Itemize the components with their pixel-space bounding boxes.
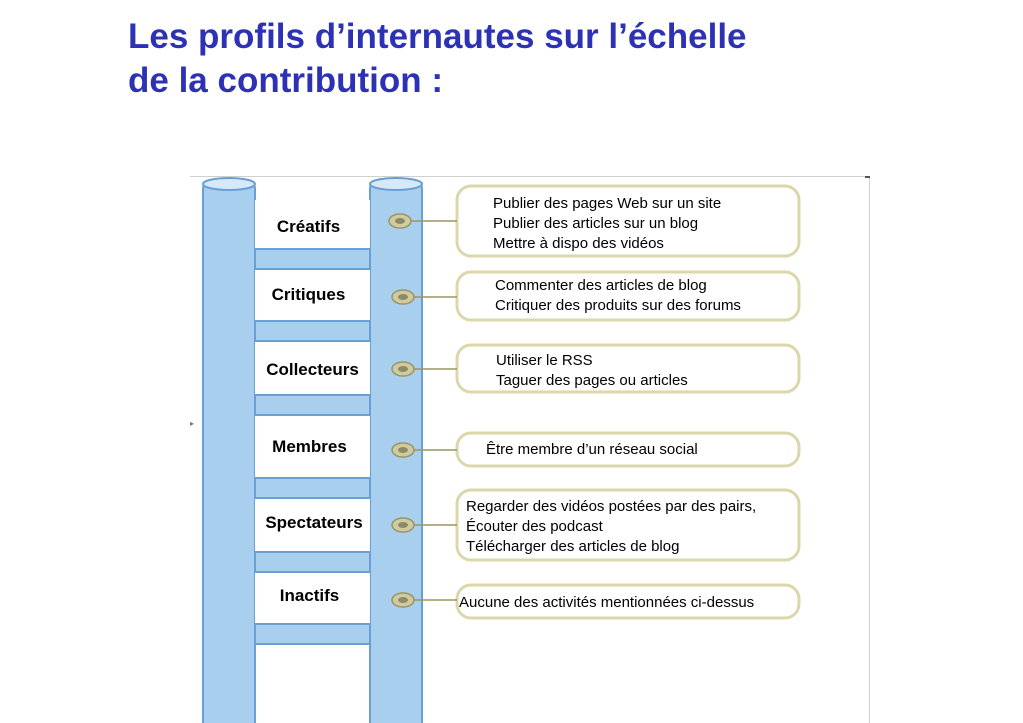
label-panel — [255, 573, 370, 623]
ladder — [202, 177, 423, 723]
ladder-rung — [240, 320, 379, 342]
activity-callouts — [455, 184, 801, 620]
connector-node-center — [398, 522, 408, 528]
activity-item: Télécharger des articles de blog — [466, 538, 680, 555]
rung-label-membres: Membres — [272, 437, 347, 456]
label-panel — [255, 270, 370, 320]
frame-right-border — [869, 176, 870, 723]
ladder-rung — [240, 248, 382, 270]
activity-item: Taguer des pages ou articles — [496, 372, 688, 389]
activity-item: Mettre à dispo des vidéos — [493, 235, 664, 252]
label-panel — [255, 416, 370, 477]
activity-item: Écouter des podcast — [466, 518, 603, 535]
callout-collecteurs: Utiliser le RSS Taguer des pages ou arti… — [496, 351, 688, 391]
activity-item: Critiquer des produits sur des forums — [495, 297, 741, 314]
label-panel — [255, 342, 370, 394]
activity-item: Commenter des articles de blog — [495, 277, 707, 294]
connector-node-center — [398, 294, 408, 300]
ladder-left-rail-top — [202, 177, 256, 191]
connector-node-center — [398, 366, 408, 372]
activity-item: Utiliser le RSS — [496, 352, 593, 369]
connector-node-center — [398, 597, 408, 603]
callout-creatifs: Publier des pages Web sur un site Publie… — [493, 194, 721, 254]
callout-membres: Être membre d’un réseau social — [486, 440, 698, 460]
label-panel — [255, 200, 370, 248]
ladder-rung — [240, 551, 379, 573]
rung-label-inactifs: Inactifs — [279, 586, 340, 605]
activity-item: Aucune des activités mentionnées ci-dess… — [459, 594, 755, 611]
rung-label-collecteurs: Collecteurs — [266, 360, 359, 379]
frame-corner-tick — [865, 176, 870, 178]
ladder-left-rail — [202, 183, 256, 723]
callout-critiques: Commenter des articles de blog Critiquer… — [495, 276, 741, 316]
connector-node-center — [395, 218, 405, 224]
rung-label-spectateurs: Spectateurs — [265, 513, 363, 532]
label-panel — [255, 499, 370, 551]
slide-title-line-1: Les profils d’internautes sur l’échelle — [128, 17, 747, 56]
rung-label-critiques: Critiques — [271, 285, 346, 304]
frame-top-border — [190, 176, 870, 177]
slide-title: Les profils d’internautes sur l’échelle … — [128, 15, 747, 103]
activity-item: Regarder des vidéos postées par des pair… — [466, 498, 757, 515]
frame-side-marker: ▸ — [190, 419, 195, 428]
connector-node-center — [398, 447, 408, 453]
ladder-rung — [240, 477, 379, 499]
callout-box — [455, 583, 801, 620]
callout-box — [455, 270, 801, 322]
callout-inactifs: Aucune des activités mentionnées ci-dess… — [459, 593, 754, 613]
activity-item: Publier des articles sur un blog — [493, 215, 699, 232]
callout-spectateurs: Regarder des vidéos postées par des pair… — [466, 497, 756, 557]
ladder-rung — [240, 394, 379, 416]
slide-title-line-2: de la contribution : — [128, 61, 443, 100]
ladder-rung — [240, 623, 379, 645]
activity-item: Publier des pages Web sur un site — [493, 195, 722, 212]
activity-item: Être membre d’un réseau social — [486, 441, 698, 458]
ladder-right-rail-top — [369, 177, 423, 191]
rung-label-creatifs: Créatifs — [276, 217, 341, 236]
connectors — [388, 213, 457, 608]
